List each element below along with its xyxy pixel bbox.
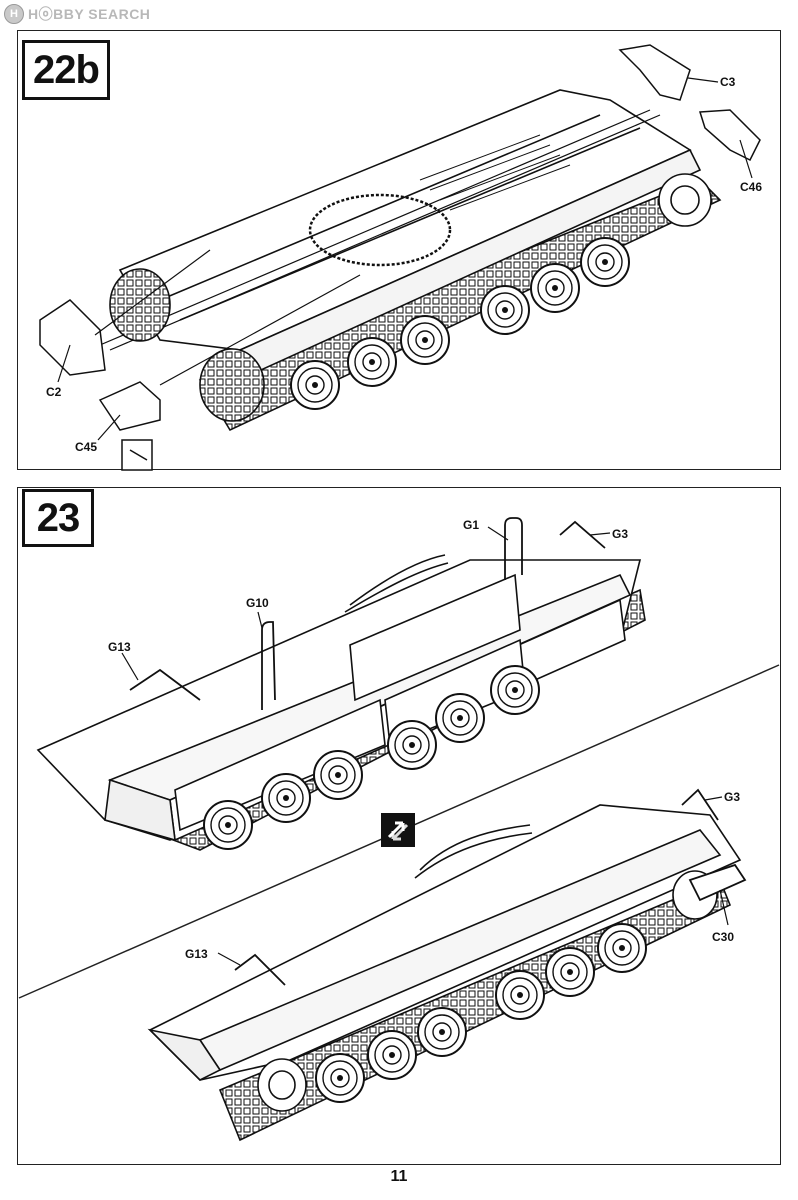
- callout-g3-lower: G3: [724, 790, 741, 804]
- callout-g1: G1: [463, 518, 480, 532]
- leader-lines-22b: [57, 77, 753, 441]
- watermark-logo: H: [4, 4, 24, 24]
- callout-g3-upper: G3: [612, 527, 629, 541]
- parts-23-upper: [129, 517, 606, 710]
- callout-c46: C46: [740, 180, 763, 194]
- callout-c3: C3: [720, 75, 736, 89]
- step-22b-number: 22b: [22, 40, 110, 100]
- leader-lines-23-upper: [121, 526, 611, 681]
- hobby-search-watermark: H HⓞBBY SEARCH: [4, 4, 150, 24]
- callout-g10: G10: [246, 596, 269, 610]
- parts-23-lower: [234, 788, 747, 986]
- page-number: 11: [390, 1168, 408, 1185]
- callout-g13-lower: G13: [185, 947, 208, 961]
- step-23-panel: [17, 487, 781, 1165]
- parts-22b: [39, 44, 761, 471]
- callout-c2: C2: [46, 385, 62, 399]
- callout-c45: C45: [75, 440, 98, 454]
- hull-23-lower: [147, 804, 742, 1142]
- leader-lines-23-lower: [217, 796, 729, 966]
- callout-g13-upper: G13: [108, 640, 131, 654]
- step-23-number: 23: [22, 489, 94, 547]
- callout-c30: C30: [712, 930, 735, 944]
- alternative-assembly-arrows-icon: [381, 813, 415, 847]
- watermark-text: HⓞBBY SEARCH: [28, 6, 151, 22]
- hull-23-upper: [36, 554, 646, 851]
- step-22b-panel: [17, 30, 781, 470]
